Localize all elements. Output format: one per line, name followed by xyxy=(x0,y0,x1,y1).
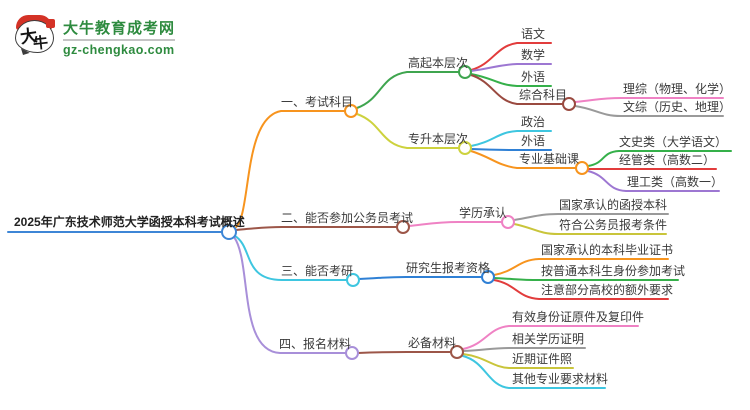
node-degree-recognition: 学历承认 xyxy=(459,206,508,220)
logo-mark: 大 牛 xyxy=(14,15,56,58)
edge-civil-service-exam xyxy=(235,226,399,231)
root-node: 2025年广东技术师范大学函授本科考试概述 xyxy=(14,215,245,229)
node-postgraduate-qualification: 研究生报考资格 xyxy=(406,261,491,275)
node-chinese: 语文 xyxy=(521,27,546,41)
node-liberal-arts-category: 文史类（大学语文） xyxy=(619,135,728,149)
node-gaoqiben-level: 高起本层次 xyxy=(408,56,469,70)
node-education-proof: 相关学历证明 xyxy=(512,332,585,346)
logo-seal-icon xyxy=(46,19,55,28)
node-meet-civil-service-requirements: 符合公务员报考条件 xyxy=(559,218,668,232)
logo-speech-bubble xyxy=(15,20,54,53)
edge-foreign-language-2 xyxy=(470,148,552,151)
node-civil-service-exam: 二、能否参加公务员考试 xyxy=(281,211,414,225)
node-recent-photo: 近期证件照 xyxy=(512,352,573,366)
site-logo: 大 牛 大牛教育成考网 gz-chengkao.com xyxy=(14,15,176,58)
edge-liberal-arts-comprehensive xyxy=(574,105,724,117)
node-note-extra-requirements: 注意部分高校的额外要求 xyxy=(541,283,674,297)
edge-chinese xyxy=(470,42,552,71)
junction-degree-recognition xyxy=(501,215,515,229)
node-science-comprehensive: 理综（物理、化学） xyxy=(623,82,732,96)
edge-note-extra-requirements xyxy=(493,279,669,300)
junction-comprehensive-subjects xyxy=(562,97,576,111)
node-zhuanshengben-level: 专升本层次 xyxy=(408,132,469,146)
edge-science-category xyxy=(587,170,720,192)
edge-meet-civil-service-requirements xyxy=(513,223,667,235)
junction-postgraduate-exam xyxy=(346,273,360,287)
edge-science-comprehensive xyxy=(574,97,724,103)
edge-education-proof xyxy=(462,347,586,352)
edge-postgraduate-exam xyxy=(234,235,349,281)
node-politics: 政治 xyxy=(521,115,546,129)
edge-math xyxy=(470,63,552,72)
node-comprehensive-subjects: 综合科目 xyxy=(519,88,568,102)
node-exam-as-regular-undergraduate: 按普通本科生身份参加考试 xyxy=(541,264,686,278)
node-other-materials: 其他专业要求材料 xyxy=(512,372,609,386)
node-economics-category: 经管类（高数二） xyxy=(619,153,716,167)
edge-liberal-arts-category xyxy=(587,150,732,167)
node-state-recognized-correspondence: 国家承认的函授本科 xyxy=(559,198,668,212)
node-exam-subjects: 一、考试科目 xyxy=(281,95,354,109)
junction-professional-basic-course xyxy=(575,161,589,175)
edge-postgraduate-qualification xyxy=(358,276,483,280)
junction-gaoqiben-level xyxy=(458,65,472,79)
node-registration-materials: 四、报名材料 xyxy=(279,337,352,351)
node-professional-basic-course: 专业基础课 xyxy=(519,152,580,166)
junction-registration-materials xyxy=(345,346,359,360)
junction-zhuanshengben-level xyxy=(458,141,472,155)
edge-comprehensive-subjects xyxy=(470,74,564,105)
logo-text-block: 大牛教育成考网 gz-chengkao.com xyxy=(63,17,176,57)
edge-recent-photo xyxy=(462,353,574,369)
edge-degree-recognition xyxy=(408,221,503,227)
edge-exam-subjects xyxy=(234,110,347,229)
node-foreign-language-1: 外语 xyxy=(521,70,546,84)
node-foreign-language-2: 外语 xyxy=(521,134,546,148)
edge-politics xyxy=(470,130,552,147)
node-id-card: 有效身份证原件及复印件 xyxy=(512,310,645,324)
logo-domain: gz-chengkao.com xyxy=(63,42,175,57)
edge-exam-as-regular-undergraduate xyxy=(493,277,679,281)
node-liberal-arts-comprehensive: 文综（历史、地理） xyxy=(623,100,732,114)
logo-title: 大牛教育成考网 xyxy=(63,19,176,37)
node-science-category: 理工类（高数一） xyxy=(627,175,724,189)
node-postgraduate-exam: 三、能否考研 xyxy=(281,264,354,278)
edge-foreign-language-1 xyxy=(470,73,552,87)
logo-divider xyxy=(63,39,176,41)
edge-other-materials xyxy=(462,355,606,389)
edge-gaoqiben-level xyxy=(356,71,460,109)
node-math: 数学 xyxy=(521,48,546,62)
edge-zhuanshengben-level xyxy=(356,113,460,149)
edge-required-materials xyxy=(357,351,452,354)
junction-root xyxy=(221,224,237,240)
junction-postgraduate-qualification xyxy=(481,270,495,284)
logo-char-niu: 牛 xyxy=(32,34,49,53)
junction-exam-subjects xyxy=(344,104,358,118)
node-state-recognized-diploma: 国家承认的本科毕业证书 xyxy=(541,243,674,257)
node-required-materials: 必备材料 xyxy=(408,336,457,350)
edge-state-recognized-diploma xyxy=(493,258,669,276)
junction-required-materials xyxy=(450,345,464,359)
edge-registration-materials xyxy=(233,236,348,354)
edge-id-card xyxy=(462,325,639,350)
edge-state-recognized-correspondence xyxy=(513,213,669,221)
edge-professional-basic-course xyxy=(470,150,577,169)
junction-civil-service-exam xyxy=(396,220,410,234)
